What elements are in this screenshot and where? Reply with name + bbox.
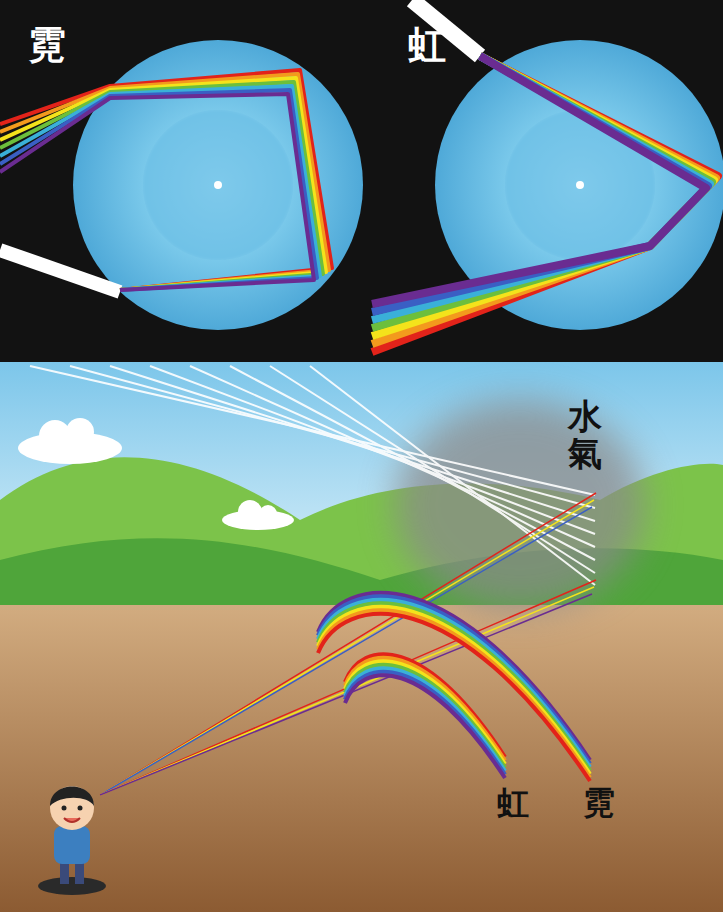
cloud xyxy=(18,418,294,530)
light-path-primary xyxy=(372,0,718,352)
diagram-label: 霓 xyxy=(28,20,66,71)
bow-label: 虹 xyxy=(497,782,529,826)
secondary-bow xyxy=(318,593,590,781)
bow-label: 霓 xyxy=(583,782,615,826)
drop-center xyxy=(576,181,584,189)
sun-rays xyxy=(30,366,595,585)
ground xyxy=(0,605,723,912)
diagram-label: 虹 xyxy=(408,20,446,71)
drop-center xyxy=(214,181,222,189)
light-path-secondary xyxy=(0,70,332,292)
sky xyxy=(0,362,723,612)
observer xyxy=(38,786,106,895)
primary-bow xyxy=(345,654,505,778)
view-rays xyxy=(100,493,596,795)
region-label: 水氣 xyxy=(568,398,602,473)
drop-core xyxy=(143,110,293,260)
